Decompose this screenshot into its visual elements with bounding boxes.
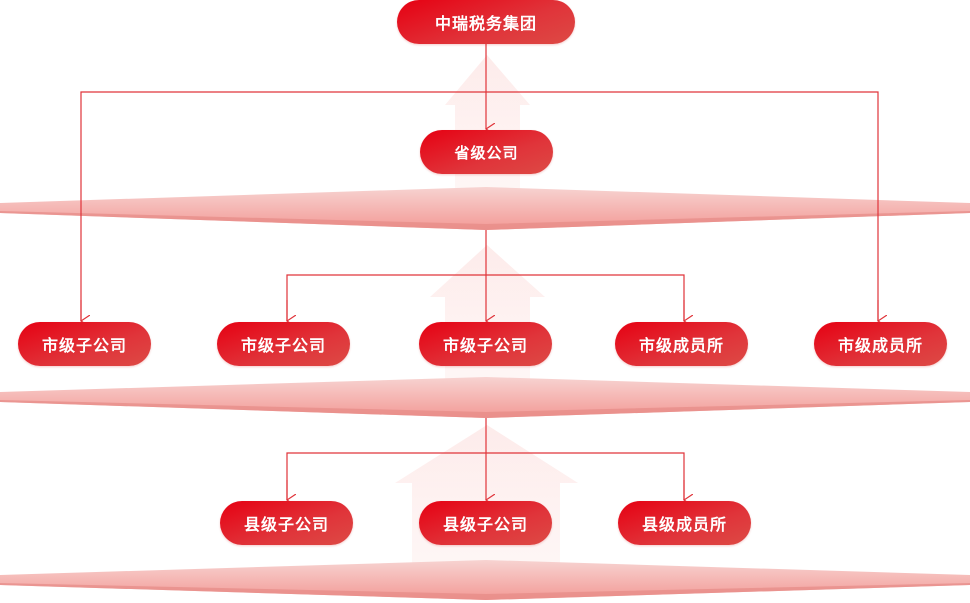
plate-1 xyxy=(0,187,970,230)
node-root: 中瑞税务集团 xyxy=(397,0,575,44)
node-county-3: 县级成员所 xyxy=(618,501,751,545)
plate-3 xyxy=(0,560,970,600)
plate-2 xyxy=(0,377,970,418)
node-province: 省级公司 xyxy=(420,130,553,174)
connector-lines xyxy=(81,44,878,500)
node-county-1: 县级子公司 xyxy=(220,501,353,545)
node-city-1: 市级子公司 xyxy=(18,322,151,366)
node-city-4: 市级成员所 xyxy=(615,322,748,366)
node-city-5: 市级成员所 xyxy=(814,322,947,366)
node-city-2: 市级子公司 xyxy=(217,322,350,366)
node-county-2: 县级子公司 xyxy=(419,501,552,545)
node-city-3: 市级子公司 xyxy=(419,322,552,366)
